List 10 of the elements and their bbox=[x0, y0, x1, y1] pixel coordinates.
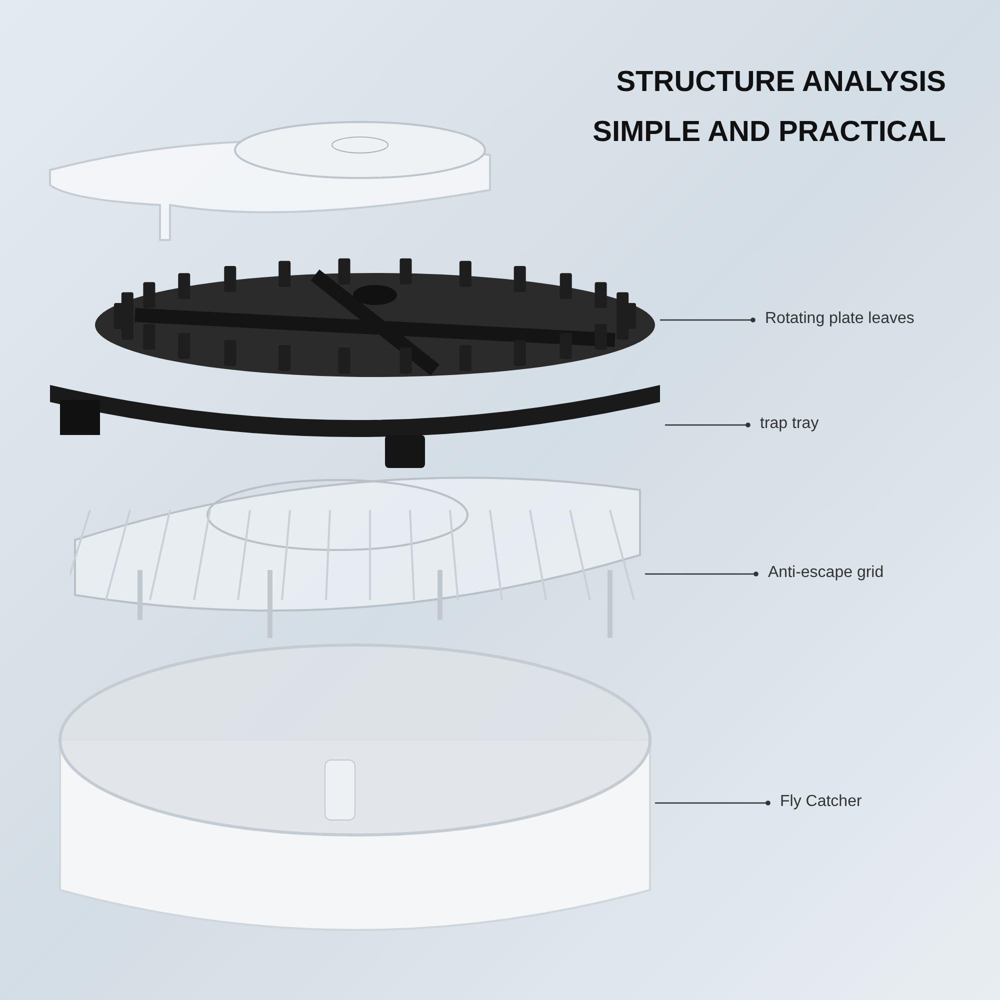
leader-line bbox=[665, 422, 750, 428]
leader-line bbox=[655, 800, 770, 806]
title: STRUCTURE ANALYSIS bbox=[616, 65, 946, 100]
part-label: trap tray bbox=[760, 416, 819, 432]
part-label: Fly Catcher bbox=[780, 794, 862, 810]
part-label: Rotating plate leaves bbox=[765, 311, 914, 327]
leader-line bbox=[645, 572, 758, 576]
subtitle: SIMPLE AND PRACTICAL bbox=[592, 115, 946, 150]
leader-line bbox=[660, 318, 756, 322]
part-label: Anti-escape grid bbox=[768, 565, 884, 581]
